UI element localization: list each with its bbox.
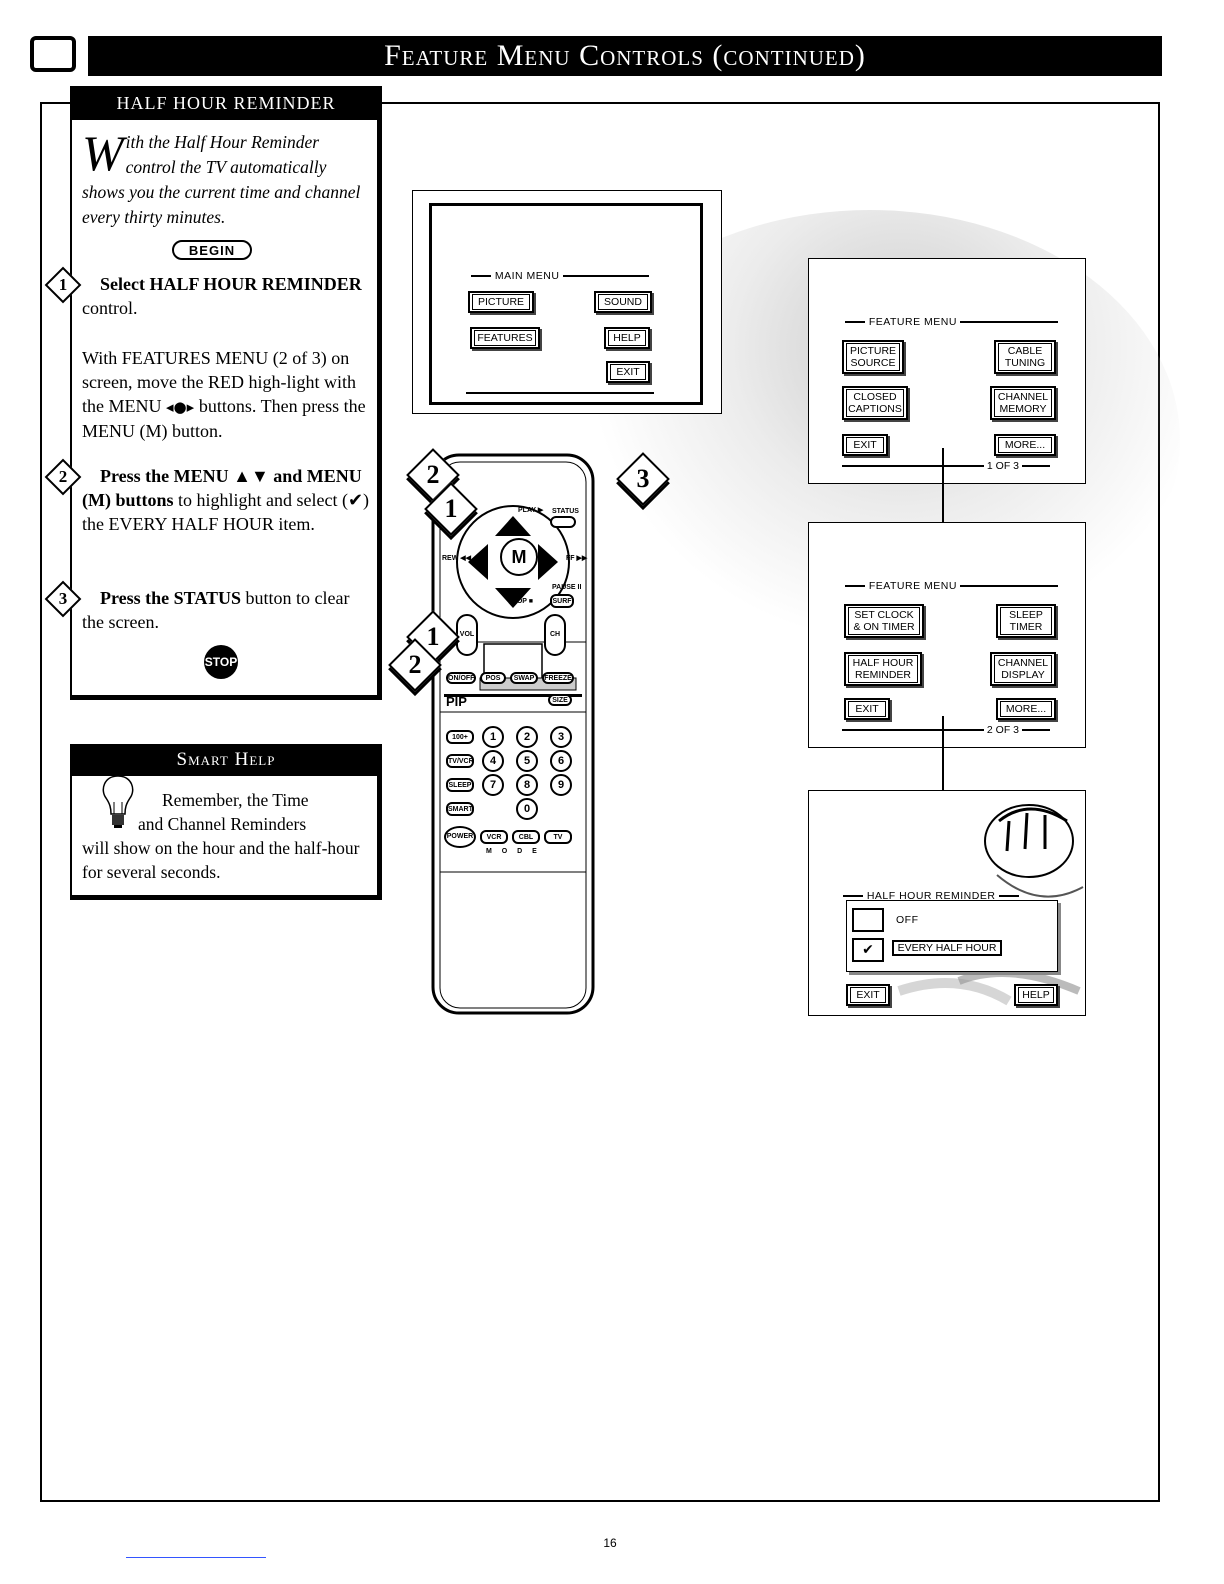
exit-button[interactable]: EXIT [842, 434, 888, 456]
digit-4-button[interactable]: 4 [482, 750, 504, 772]
page-number: 16 [603, 1536, 617, 1550]
check-icon: ✔ [862, 942, 874, 958]
pause-label: PAUSE II [552, 584, 582, 591]
set-clock-button[interactable]: SET CLOCK & ON TIMER [844, 604, 924, 638]
menu-arrows-icon: ◂●▸ [166, 398, 199, 416]
digit-0-button[interactable]: 0 [516, 798, 538, 820]
step-3-line [70, 610, 72, 640]
size-button[interactable]: SIZE [548, 694, 572, 706]
feature-menu-1-pager: 1 OF 3 [842, 460, 1050, 472]
smart-help-text: Remember, the Time and Channel Reminders… [82, 790, 360, 882]
step-2-line [70, 488, 72, 568]
down-arrow-icon [936, 448, 950, 536]
digit-5-button[interactable]: 5 [516, 750, 538, 772]
smart-button[interactable]: SMART [446, 802, 474, 816]
picture-button[interactable]: PICTURE [468, 291, 534, 313]
digit-7-button[interactable]: 7 [482, 774, 504, 796]
begin-badge: BEGIN [172, 240, 252, 260]
sound-button[interactable]: SOUND [594, 291, 652, 313]
intro-rest: ith the Half Hour Reminder control the T… [82, 132, 361, 227]
ch-button[interactable]: CH [544, 614, 566, 656]
channel-display-button[interactable]: CHANNEL DISPLAY [990, 652, 1056, 686]
digit-3-button[interactable]: 3 [550, 726, 572, 748]
step-2-text: Press the MENU ▲▼ and MENU (M) buttons t… [82, 466, 370, 534]
pip-pos-button[interactable]: POS [480, 672, 506, 684]
play-label: PLAY ▶ [518, 507, 544, 514]
main-menu-screen [412, 190, 722, 414]
step-1-detail: With FEATURES MENU (2 of 3) on screen, m… [82, 348, 366, 441]
main-menu-title: MAIN MENU [468, 270, 652, 282]
feature-menu-2-pager: 2 OF 3 [842, 724, 1050, 736]
sleep-timer-button[interactable]: SLEEP TIMER [996, 604, 1056, 638]
off-checkbox[interactable] [852, 908, 884, 932]
stop-sign-icon: STOP [204, 645, 238, 679]
digit-6-button[interactable]: 6 [550, 750, 572, 772]
footer-rule [126, 1557, 266, 1558]
step-3-text: Press the STATUS button to clear the scr… [82, 588, 350, 632]
page-title: Feature Menu Controls (continued) [88, 36, 1162, 76]
every-half-hour-option[interactable]: EVERY HALF HOUR [892, 940, 1002, 956]
reminder-title: HALF HOUR REMINDER [840, 890, 1022, 902]
cable-tuning-button[interactable]: CABLE TUNING [994, 340, 1056, 374]
feature-menu-1-title: FEATURE MENU [842, 316, 1062, 328]
vcr-mode-button[interactable]: VCR [480, 830, 508, 844]
step-1-line [70, 296, 72, 446]
every-half-hour-checkbox[interactable]: ✔ [852, 938, 884, 962]
status-label: STATUS [552, 508, 579, 515]
vol-button[interactable]: VOL [456, 614, 478, 656]
tv-icon [30, 36, 76, 72]
exit-button[interactable]: EXIT [606, 361, 650, 383]
exit-button[interactable]: EXIT [844, 698, 890, 720]
tv-vcr-button[interactable]: TV/VCR [446, 754, 474, 768]
surf-button[interactable]: SURF [550, 594, 574, 608]
pip-swap-button[interactable]: SWAP [510, 672, 538, 684]
features-button[interactable]: FEATURES [470, 327, 540, 349]
pip-label: PIP [446, 694, 467, 709]
channel-memory-button[interactable]: CHANNEL MEMORY [990, 386, 1056, 420]
digit-9-button[interactable]: 9 [550, 774, 572, 796]
smart-help-title: Smart Help [70, 744, 382, 776]
menu-m-button[interactable]: M [500, 538, 538, 576]
pip-freeze-button[interactable]: FREEZE [542, 672, 574, 684]
half-hour-reminder-button[interactable]: HALF HOUR REMINDER [844, 652, 922, 686]
exit-button[interactable]: EXIT [846, 984, 890, 1006]
more-button[interactable]: MORE... [994, 434, 1056, 456]
status-button[interactable] [550, 516, 576, 528]
sleep-button[interactable]: SLEEP [446, 778, 474, 792]
main-menu-divider [466, 392, 654, 394]
digit-8-button[interactable]: 8 [516, 774, 538, 796]
digit-1-button[interactable]: 1 [482, 726, 504, 748]
tv-mode-button[interactable]: TV [544, 830, 572, 844]
cyclist-image [897, 804, 1084, 1006]
step-1-text: Select HALF HOUR REMINDER control. [82, 274, 362, 318]
rew-label: REW ◀◀ [442, 555, 472, 562]
off-label: OFF [896, 914, 919, 926]
picture-source-button[interactable]: PICTURE SOURCE [842, 340, 904, 374]
mode-label: M O D E [486, 848, 541, 855]
help-button[interactable]: HELP [604, 327, 650, 349]
cbl-mode-button[interactable]: CBL [512, 830, 540, 844]
help-button[interactable]: HELP [1014, 984, 1058, 1006]
more-button[interactable]: MORE... [996, 698, 1056, 720]
feature-menu-2-title: FEATURE MENU [842, 580, 1062, 592]
intro-initial: W [82, 125, 124, 181]
100-plus-button[interactable]: 100+ [446, 730, 474, 744]
power-button[interactable]: POWER [444, 826, 476, 848]
half-hour-title: HALF HOUR REMINDER [70, 86, 382, 120]
ff-label: FF ▶▶ [566, 555, 588, 562]
closed-captions-button[interactable]: CLOSED CAPTIONS [842, 386, 908, 420]
content-frame [40, 102, 1160, 1502]
stop-label: STOP ■ [508, 598, 533, 605]
digit-2-button[interactable]: 2 [516, 726, 538, 748]
pip-on-off-button[interactable]: ON/OFF [446, 672, 476, 684]
lightbulb-icon [102, 775, 134, 828]
